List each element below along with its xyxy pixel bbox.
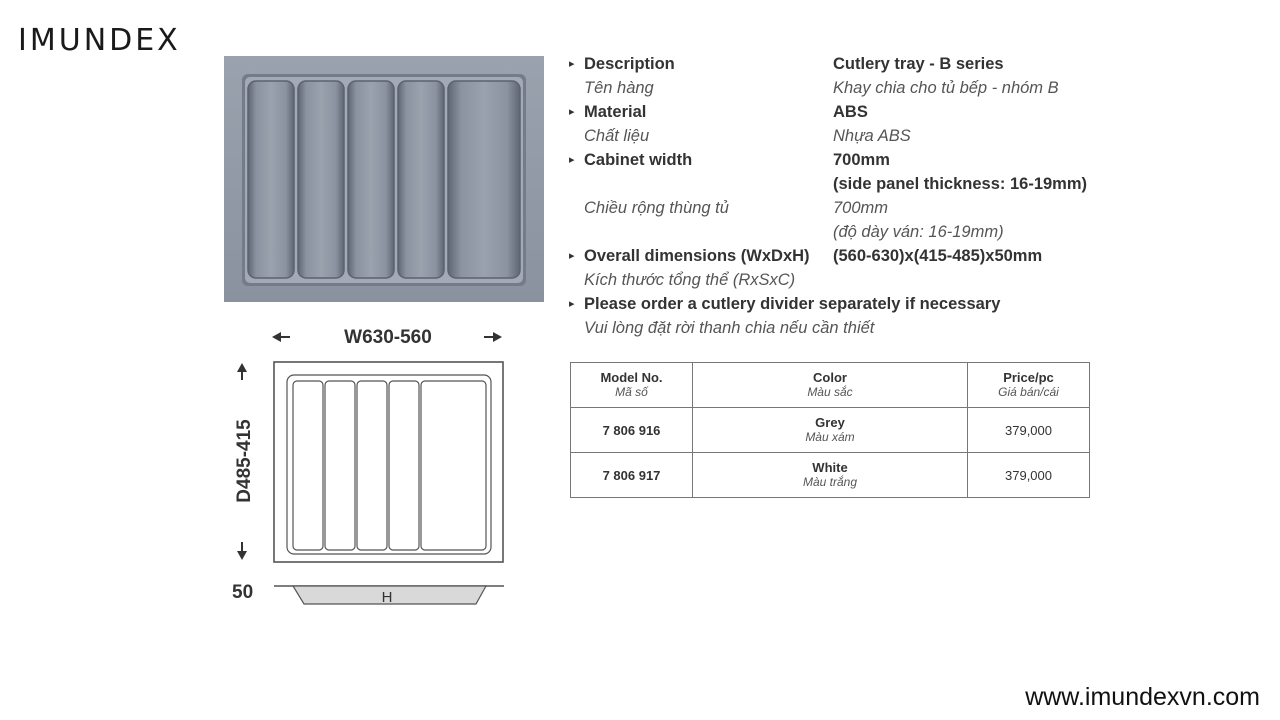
table-row: 7 806 916 Grey Màu xám 379,000 bbox=[570, 407, 1090, 453]
product-photo bbox=[224, 56, 544, 302]
spec-value: (560-630)x(415-485)x50mm bbox=[833, 247, 1043, 265]
header-label: Color bbox=[813, 370, 847, 385]
spec-cabinet-width: ▸ Cabinet width 700mm bbox=[569, 148, 1169, 172]
color-name: White bbox=[812, 460, 848, 475]
spec-label-vi: Chất liệu bbox=[584, 127, 650, 145]
spec-value-vi: 700mm bbox=[833, 199, 889, 217]
depth-label: D485-415 bbox=[234, 419, 255, 503]
spec-label: Description bbox=[584, 55, 675, 73]
header-model: Model No. Mã số bbox=[570, 362, 693, 408]
spec-overall-dimensions-vi: Kích thước tổng thể (RxSxC) bbox=[569, 268, 1169, 292]
width-label: W630-560 bbox=[344, 327, 432, 348]
header-label-vi: Màu sắc bbox=[807, 385, 853, 399]
spec-description-vi: Tên hàng Khay chia cho tủ bếp - nhóm B bbox=[569, 76, 1169, 100]
color-cell: Grey Màu xám bbox=[692, 407, 968, 453]
spec-overall-dimensions: ▸ Overall dimensions (WxDxH) (560-630)x(… bbox=[569, 244, 1169, 268]
bullet-icon: ▸ bbox=[569, 250, 575, 262]
bullet-icon: ▸ bbox=[569, 154, 575, 166]
height-label: 50 bbox=[232, 582, 253, 603]
h-marker: H bbox=[382, 589, 393, 606]
brand-logo: IMUNDEX bbox=[18, 23, 181, 58]
table-header-row: Model No. Mã số Color Màu sắc Price/pc G… bbox=[570, 362, 1090, 408]
header-color: Color Màu sắc bbox=[692, 362, 968, 408]
spec-cabinet-width-vi: Chiều rộng thùng tủ 700mm bbox=[569, 196, 1169, 220]
spec-notice: ▸ Please order a cutlery divider separat… bbox=[569, 292, 1169, 316]
depth-arrow bbox=[237, 363, 247, 560]
spec-value-vi: Nhựa ABS bbox=[833, 127, 911, 145]
bullet-icon: ▸ bbox=[569, 58, 575, 70]
spec-value-vi: (độ dày ván: 16-19mm) bbox=[833, 223, 1004, 241]
website-link[interactable]: www.imundexvn.com bbox=[1025, 683, 1260, 711]
bullet-icon: ▸ bbox=[569, 298, 575, 310]
spec-value: 700mm bbox=[833, 151, 890, 169]
notice-text-vi: Vui lòng đặt rời thanh chia nếu cần thiế… bbox=[584, 319, 875, 337]
notice-text: Please order a cutlery divider separatel… bbox=[584, 295, 1001, 313]
spec-material-vi: Chất liệu Nhựa ABS bbox=[569, 124, 1169, 148]
spec-material: ▸ Material ABS bbox=[569, 100, 1169, 124]
price-table: Model No. Mã số Color Màu sắc Price/pc G… bbox=[570, 362, 1090, 498]
header-price: Price/pc Giá bán/cái bbox=[967, 362, 1090, 408]
spec-list: ▸ Description Cutlery tray - B series Tê… bbox=[569, 52, 1169, 340]
spec-value: ABS bbox=[833, 103, 868, 121]
width-arrow bbox=[272, 332, 502, 342]
header-label: Price/pc bbox=[1003, 370, 1054, 385]
color-name: Grey bbox=[815, 415, 845, 430]
header-label-vi: Mã số bbox=[615, 385, 648, 399]
spec-cabinet-width-note: (side panel thickness: 16-19mm) bbox=[569, 172, 1169, 196]
bullet-icon: ▸ bbox=[569, 106, 575, 118]
spec-cabinet-width-note-vi: (độ dày ván: 16-19mm) bbox=[569, 220, 1169, 244]
price-cell: 379,000 bbox=[967, 407, 1090, 453]
spec-description: ▸ Description Cutlery tray - B series bbox=[569, 52, 1169, 76]
model-cell: 7 806 916 bbox=[570, 407, 693, 453]
spec-label: Overall dimensions (WxDxH) bbox=[584, 247, 810, 265]
header-label: Model No. bbox=[600, 370, 663, 385]
spec-value-vi: Khay chia cho tủ bếp - nhóm B bbox=[833, 79, 1059, 97]
spec-notice-vi: Vui lòng đặt rời thanh chia nếu cần thiế… bbox=[569, 316, 1169, 340]
color-name-vi: Màu xám bbox=[805, 430, 855, 444]
spec-label-vi: Chiều rộng thùng tủ bbox=[584, 199, 729, 217]
table-row: 7 806 917 White Màu trắng 379,000 bbox=[570, 452, 1090, 498]
color-cell: White Màu trắng bbox=[692, 452, 968, 498]
spec-label-vi: Tên hàng bbox=[584, 79, 654, 97]
spec-label: Cabinet width bbox=[584, 151, 693, 169]
price-cell: 379,000 bbox=[967, 452, 1090, 498]
spec-label: Material bbox=[584, 103, 647, 121]
color-name-vi: Màu trắng bbox=[802, 475, 858, 489]
spec-label-vi: Kích thước tổng thể (RxSxC) bbox=[584, 271, 796, 289]
spec-value: Cutlery tray - B series bbox=[833, 55, 1004, 73]
dimension-drawing: W630-560 D485-415 50 H bbox=[232, 327, 504, 606]
model-cell: 7 806 917 bbox=[570, 452, 693, 498]
spec-value: (side panel thickness: 16-19mm) bbox=[833, 175, 1088, 193]
header-label-vi: Giá bán/cái bbox=[998, 385, 1059, 399]
